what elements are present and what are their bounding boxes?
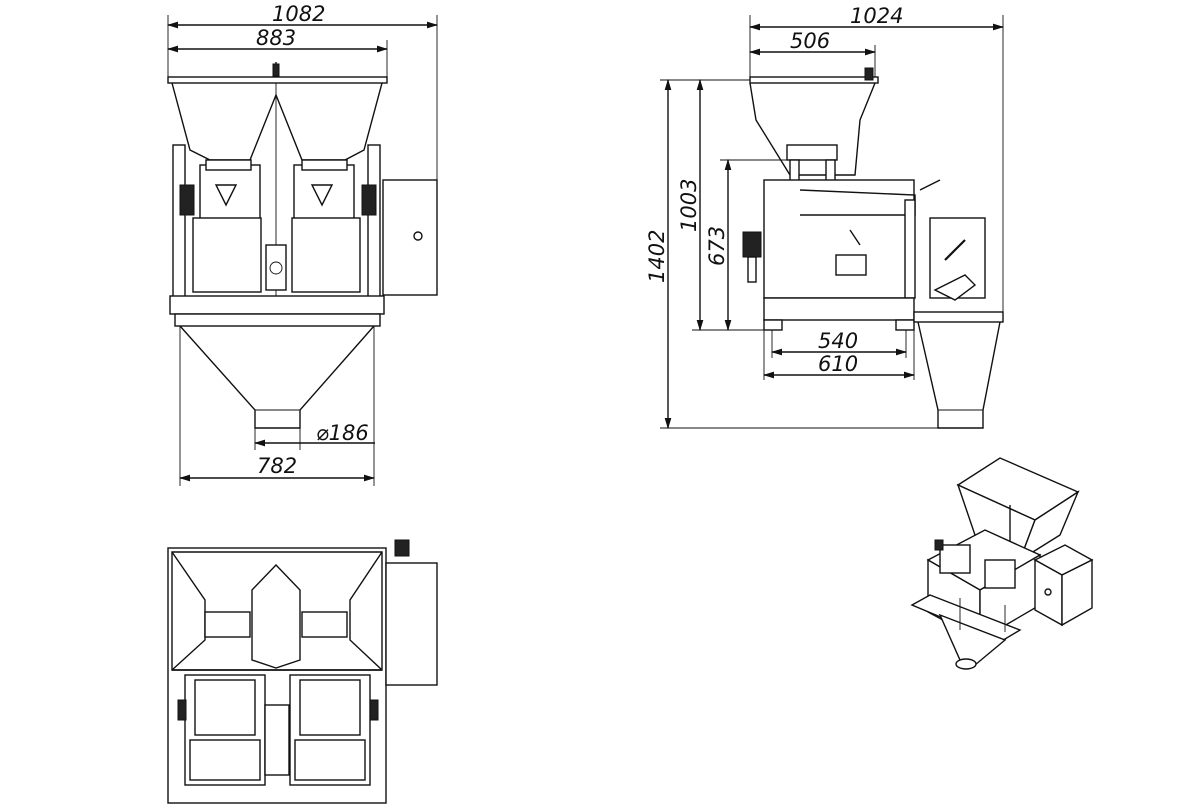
top-view	[167, 539, 438, 804]
dim-side-body-height: 673	[705, 226, 729, 266]
dim-side-base-outer: 610	[818, 352, 858, 376]
dim-side-total-height: 1402	[645, 230, 669, 283]
dim-side-total-width: 1024	[850, 4, 903, 28]
side-view: 1024 506 1402 1003 673 540 610	[645, 4, 1005, 430]
dim-side-frame-height: 1003	[677, 179, 701, 232]
dim-front-outlet-diameter: ⌀186	[316, 421, 369, 445]
dim-front-hopper-width: 883	[256, 26, 296, 50]
isometric-view	[910, 457, 1094, 670]
dim-side-hopper-width: 506	[790, 29, 830, 53]
front-view: 1082 883 782 ⌀186	[166, 2, 439, 486]
dim-side-base-inner: 540	[818, 329, 858, 353]
dim-front-base-width: 782	[257, 454, 297, 478]
dim-front-total-width: 1082	[272, 2, 325, 26]
